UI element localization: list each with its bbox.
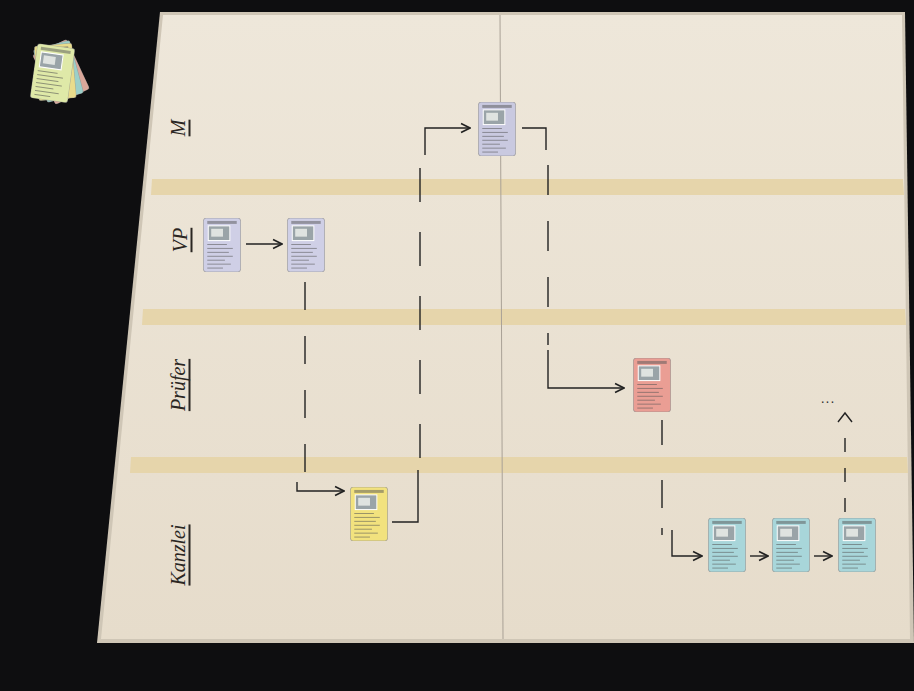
lane-label: Prüfer [167,359,190,411]
swimlane: Prüfer [110,325,910,457]
continuation-note: ... [821,390,836,406]
lane-label: VP [169,228,192,252]
lane-label: Kanzlei [167,524,190,585]
swimlane: VP [110,195,910,309]
lane-label: M [167,120,190,137]
swimlane: Kanzlei [110,473,910,641]
swimlane: M [110,12,910,179]
